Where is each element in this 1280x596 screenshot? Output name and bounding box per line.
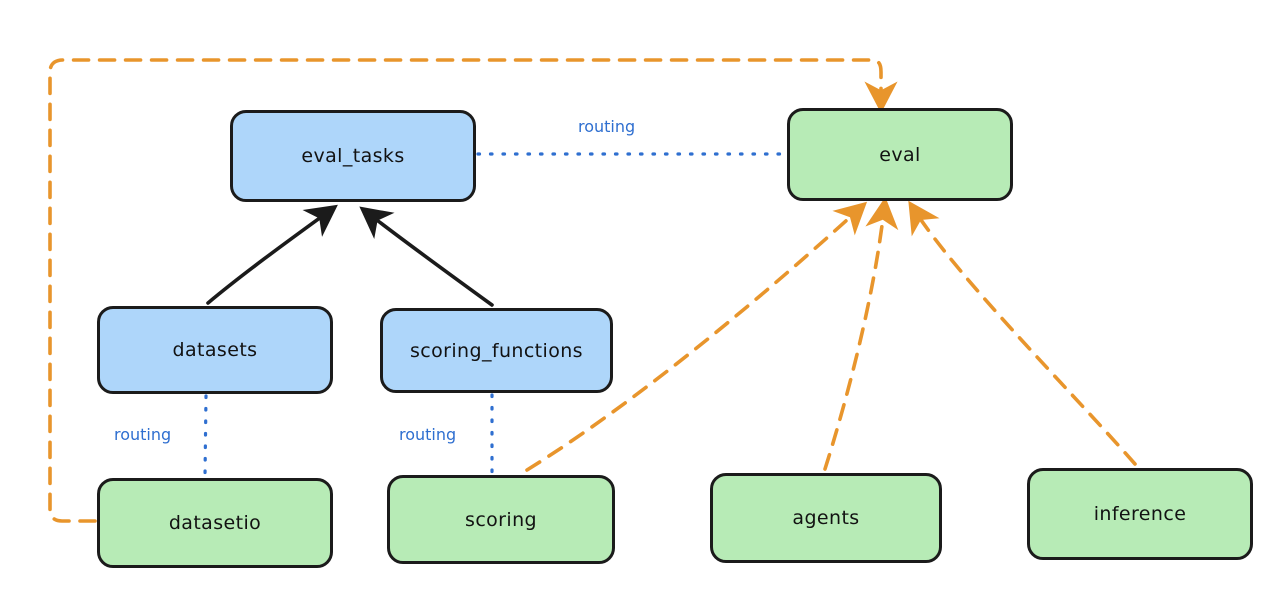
node-label-scoring: scoring bbox=[465, 508, 537, 531]
node-label-inference: inference bbox=[1093, 503, 1187, 525]
node-agents[interactable]: agents bbox=[710, 473, 942, 563]
node-datasetio[interactable]: datasetio bbox=[97, 478, 333, 568]
node-scoring[interactable]: scoring bbox=[387, 475, 615, 564]
edge-label-routing-eval: routing bbox=[578, 117, 636, 136]
edge-inference-to-eval bbox=[908, 200, 1137, 466]
edge-label-routing-datasets: routing bbox=[114, 425, 172, 444]
edge-datasets-to-datasetio bbox=[203, 394, 208, 478]
node-label-scoring_functions: scoring_functions bbox=[410, 339, 583, 362]
node-label-eval_tasks: eval_tasks bbox=[301, 145, 405, 167]
node-label-eval: eval bbox=[879, 143, 921, 166]
node-datasets[interactable]: datasets bbox=[97, 306, 333, 394]
node-scoring_functions[interactable]: scoring_functions bbox=[380, 308, 613, 393]
node-eval[interactable]: eval bbox=[787, 108, 1013, 201]
edge-label-routing-scoring: routing bbox=[399, 425, 457, 444]
edge-scoring_functions-to-eval_tasks bbox=[359, 206, 494, 307]
edge-scoring-to-eval bbox=[525, 201, 868, 472]
edge-agents-to-eval bbox=[823, 196, 899, 471]
node-inference[interactable]: inference bbox=[1027, 468, 1253, 560]
edge-datasets-to-eval_tasks bbox=[206, 204, 338, 305]
node-label-datasets: datasets bbox=[172, 339, 258, 361]
node-eval_tasks[interactable]: eval_tasks bbox=[230, 110, 476, 202]
node-label-agents: agents bbox=[792, 507, 860, 529]
edge-datasetio-to-eval bbox=[48, 58, 898, 523]
node-label-datasetio: datasetio bbox=[168, 512, 262, 534]
